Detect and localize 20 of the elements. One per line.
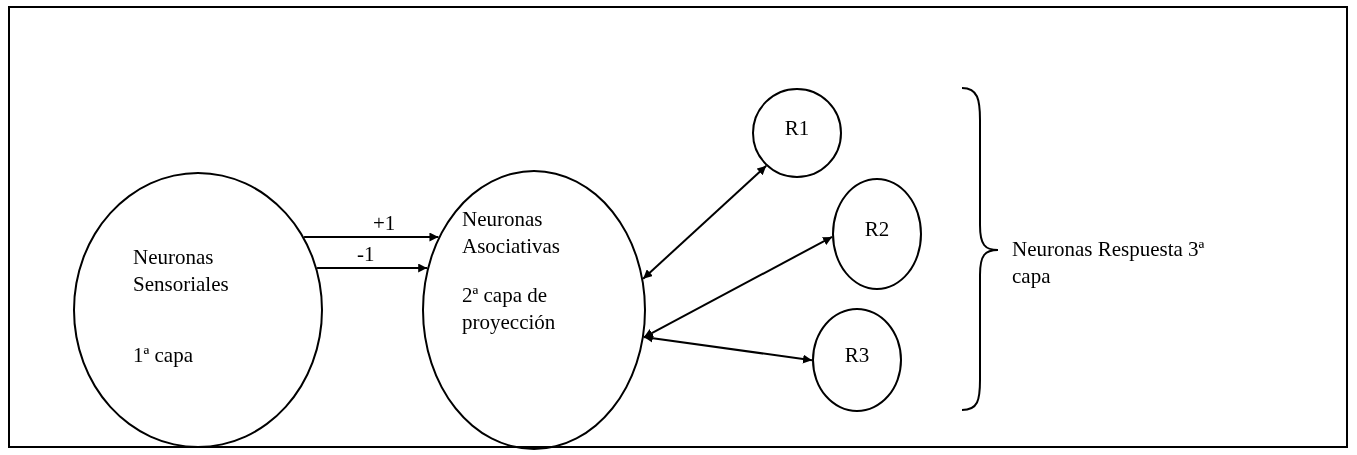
neuron-circle: [422, 170, 646, 450]
arrow: [642, 235, 834, 339]
arrow: [642, 333, 813, 364]
arrow: [303, 232, 440, 242]
node-label: 2ª capa de proyección: [462, 282, 557, 336]
node-label: Neuronas Sensoriales: [133, 244, 230, 298]
neuron-circle: [832, 178, 922, 290]
arrow: [316, 263, 429, 273]
neuron-circle: [752, 88, 842, 178]
node-label: R2: [863, 216, 891, 243]
node-label: R3: [843, 342, 871, 369]
edge-label: +1: [372, 213, 397, 233]
arrow: [642, 164, 768, 280]
node-label: 1ª capa: [133, 342, 194, 369]
group-label: Neuronas Respuesta 3ª capa: [1012, 236, 1206, 290]
edge-label: -1: [356, 244, 376, 264]
node-label: Neuronas Asociativas: [462, 206, 561, 260]
node-label: R1: [783, 115, 811, 142]
neuron-circle: [73, 172, 323, 448]
neuron-circle: [812, 308, 902, 412]
